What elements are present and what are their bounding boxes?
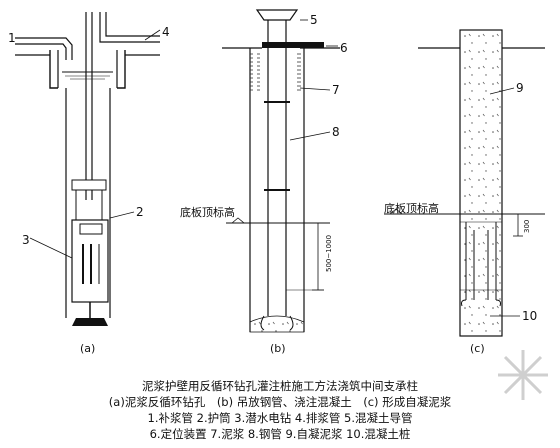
caption-title: 泥浆护壁用反循环钻孔灌注桩施工方法浇筑中间支承柱 — [142, 379, 418, 393]
panel-label-a: (a) — [80, 342, 95, 355]
callout-9: 9 — [516, 81, 524, 95]
callout-3: 3 — [22, 233, 30, 247]
callout-2: 2 — [136, 205, 144, 219]
panel-c — [384, 29, 545, 337]
slab-top-label-c: 底板顶标高 — [384, 201, 439, 215]
dimension-label-b: 500~1000 — [325, 235, 333, 272]
dimension-label-c: 300 — [523, 220, 531, 233]
legend-line-1: 1.补浆管 2.护筒 3.潜水电钻 4.排浆管 5.混凝土导管 — [147, 411, 413, 425]
callout-7: 7 — [332, 83, 340, 97]
panel-b — [222, 9, 340, 333]
callout-8: 8 — [332, 125, 340, 139]
callout-1: 1 — [8, 31, 16, 45]
watermark-logo — [498, 350, 548, 400]
callout-4: 4 — [162, 25, 170, 39]
slab-top-label-b: 底板顶标高 — [180, 205, 235, 219]
callout-6: 6 — [340, 41, 348, 55]
panel-a — [15, 12, 161, 326]
legend-line-2: 6.定位装置 7.泥浆 8.钢管 9.自凝泥浆 10.混凝土桩 — [149, 427, 411, 441]
callout-10: 10 — [522, 309, 537, 323]
panel-label-c: (c) — [470, 342, 485, 355]
panel-label-b: (b) — [270, 342, 286, 355]
callout-5: 5 — [310, 13, 318, 27]
caption-subtitle: (a)泥浆反循环钻孔 (b) 吊放钢管、浇注混凝土 (c) 形成自凝泥浆 — [108, 395, 452, 409]
